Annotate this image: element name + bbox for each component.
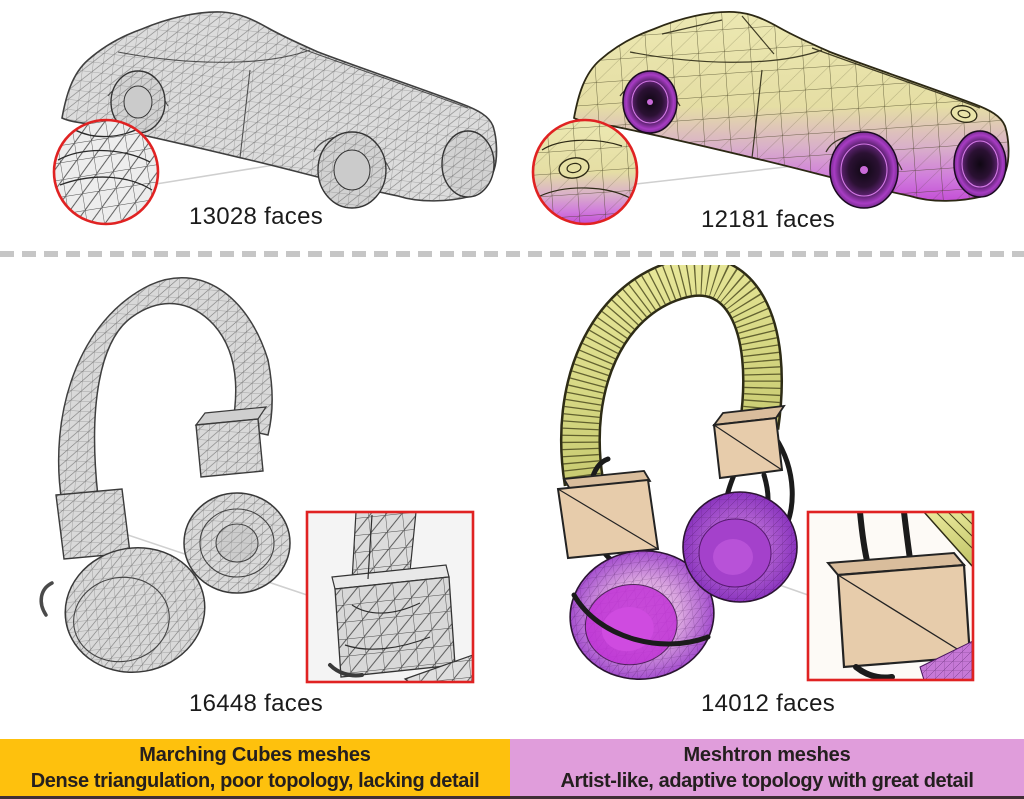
zoom-inset-square bbox=[305, 510, 475, 684]
zoom-inset-square bbox=[806, 510, 975, 682]
footer-right-subtitle: Artist-like, adaptive topology with grea… bbox=[560, 769, 974, 792]
headband bbox=[57, 276, 273, 504]
headband bbox=[560, 265, 783, 487]
footer-left-title: Marching Cubes meshes bbox=[139, 743, 371, 766]
bottom-edge-line bbox=[0, 796, 1024, 799]
left-ear-cup bbox=[64, 546, 206, 674]
leader-line bbox=[635, 163, 813, 185]
render-car-meshtron bbox=[531, 11, 1010, 226]
face-count-caption: 12181 faces bbox=[700, 206, 836, 233]
face-count-caption: 16448 faces bbox=[188, 690, 324, 717]
left-hinge-block bbox=[556, 470, 660, 560]
zoom-inset-circle bbox=[52, 118, 160, 226]
panel-car-meshtron: 12181 faces bbox=[512, 0, 1024, 250]
right-ear-cup bbox=[682, 491, 798, 603]
headlight bbox=[950, 105, 978, 123]
footer-right-title: Meshtron meshes bbox=[683, 743, 851, 766]
car-wheels bbox=[110, 70, 495, 209]
render-headphones-meshtron bbox=[556, 265, 975, 682]
right-ear-cup bbox=[183, 492, 291, 594]
render-headphones-marching-cubes bbox=[39, 276, 475, 684]
zoom-inset-circle bbox=[531, 118, 639, 226]
face-count-caption: 13028 faces bbox=[188, 203, 324, 230]
left-hinge-block bbox=[55, 488, 131, 560]
dashed-separator bbox=[0, 251, 1024, 257]
footer-meshtron: Meshtron meshes Artist-like, adaptive to… bbox=[510, 739, 1024, 796]
right-clamp-block bbox=[194, 406, 268, 478]
car-wheels bbox=[622, 70, 1007, 209]
panel-headphones-meshtron: 14012 faces bbox=[512, 265, 1024, 735]
panel-car-marching-cubes: 13028 faces bbox=[0, 0, 512, 250]
face-count-caption: 14012 faces bbox=[700, 690, 836, 717]
cup-wire bbox=[571, 592, 711, 647]
render-car-marching-cubes bbox=[52, 11, 498, 226]
footer-left-subtitle: Dense triangulation, poor topology, lack… bbox=[30, 769, 480, 792]
footer-marching-cubes: Marching Cubes meshes Dense triangulatio… bbox=[0, 739, 510, 796]
right-clamp-block bbox=[712, 404, 786, 480]
panel-headphones-marching-cubes: 16448 faces bbox=[0, 265, 512, 735]
car-body bbox=[61, 11, 498, 202]
cable-hook bbox=[39, 581, 54, 617]
